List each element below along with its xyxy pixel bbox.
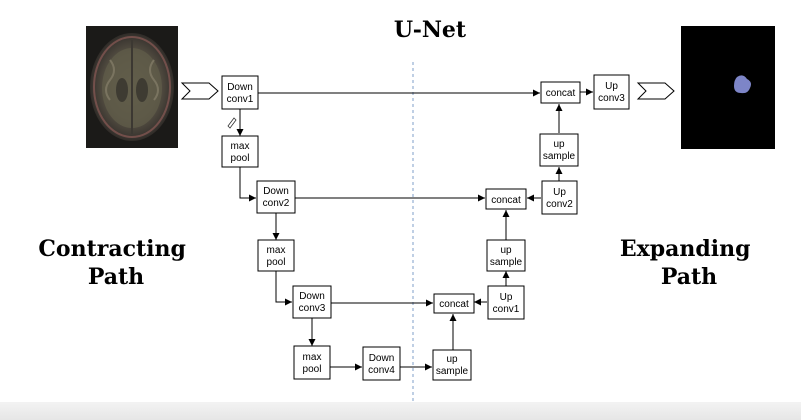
diagram-title: U-Net: [394, 17, 467, 43]
max-pool1-box: max pool: [221, 135, 259, 168]
concat2-box: concat: [485, 188, 527, 210]
box-label-line2: sample: [436, 366, 469, 377]
box-label-line2: sample: [490, 257, 523, 268]
box-label-line2: conv3: [299, 303, 326, 314]
box-label-line2: conv2: [263, 198, 290, 209]
box-label-line1: max: [231, 141, 250, 152]
box-label-line1: Down: [227, 82, 253, 93]
box-label-line1: Down: [369, 353, 395, 364]
arrow-maxpool1-downconv2: [239, 167, 256, 202]
up-sample1-box: up sample: [539, 133, 579, 167]
expanding-path-label-line1: Expanding: [620, 236, 751, 262]
up-conv1-box: Up conv1: [487, 285, 525, 320]
connections: [236, 88, 593, 371]
box-label-line1: up: [500, 245, 512, 256]
box-label-line1: Up: [553, 187, 566, 198]
input-chevron-icon: [180, 82, 219, 100]
box-label-line1: max: [267, 245, 286, 256]
max-pool2-box: max pool: [257, 239, 295, 272]
arrow-maxpool2-downconv3: [275, 271, 292, 306]
box-label-line2: pool: [267, 257, 286, 268]
output-segmentation-mask: [681, 26, 775, 149]
up-sample3-box: up sample: [432, 349, 472, 381]
box-label-line2: conv2: [546, 199, 573, 210]
concat1-box: concat: [540, 81, 581, 104]
box-label-line1: up: [446, 354, 458, 365]
box-label: concat: [546, 88, 576, 99]
box-label-line1: Down: [299, 291, 325, 302]
bottom-bar: [0, 402, 801, 420]
box-label-line2: conv3: [598, 93, 625, 104]
box-label-line2: conv1: [227, 94, 254, 105]
down-conv3-box: Down conv3: [292, 285, 332, 319]
box-label-line1: up: [553, 139, 565, 150]
box-label-line1: max: [303, 352, 322, 363]
output-chevron-icon: [636, 82, 675, 100]
down-conv4-box: Down conv4: [362, 346, 401, 381]
expanding-path-label: Expanding Path: [620, 236, 758, 290]
pencil-cursor-icon: [227, 117, 237, 129]
contracting-path-label-line2: Path: [88, 264, 144, 290]
box-label: concat: [491, 195, 521, 206]
concat3-box: concat: [433, 293, 475, 314]
box-label-line1: Up: [500, 292, 513, 303]
box-label-line2: pool: [231, 153, 250, 164]
contracting-path-label: Contracting Path: [38, 236, 193, 290]
input-mri-image: [86, 26, 178, 148]
down-conv1-box: Down conv1: [221, 75, 259, 110]
box-label-line1: Up: [605, 81, 618, 92]
box-label-line2: conv4: [368, 365, 395, 376]
up-sample2-box: up sample: [486, 239, 526, 272]
box-label: concat: [439, 299, 469, 310]
down-conv2-box: Down conv2: [256, 180, 296, 214]
box-label-line2: pool: [303, 364, 322, 375]
box-label-line2: conv1: [493, 304, 520, 315]
expanding-path-label-line2: Path: [661, 264, 717, 290]
box-label-line2: sample: [543, 151, 576, 162]
up-conv3-box: Up conv3: [593, 74, 630, 110]
box-label-line1: Down: [263, 186, 289, 197]
max-pool3-box: max pool: [293, 345, 331, 380]
contracting-path-label-line1: Contracting: [38, 236, 185, 262]
up-conv2-box: Up conv2: [541, 180, 578, 215]
